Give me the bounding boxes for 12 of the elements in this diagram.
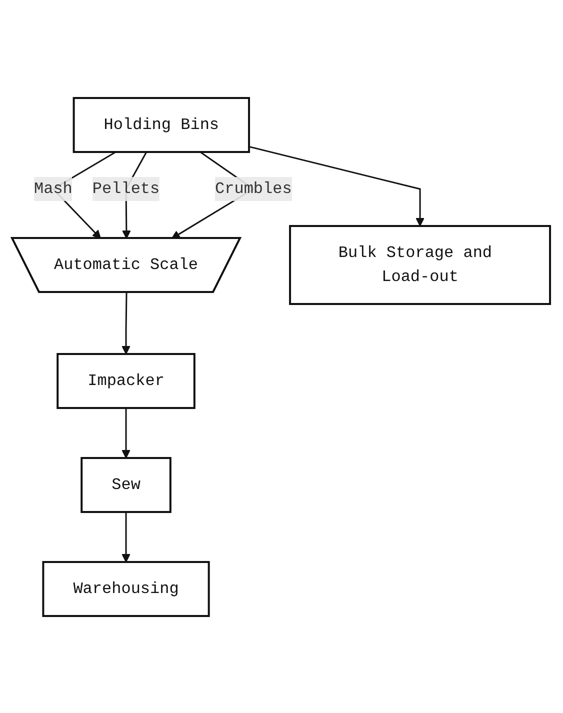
node-box: Sew bbox=[81, 456, 172, 512]
arrow bbox=[122, 292, 131, 354]
arrow bbox=[122, 408, 131, 458]
edge-label: Mash bbox=[34, 180, 73, 198]
edge-label: Crumbles bbox=[216, 180, 292, 198]
arrow bbox=[122, 512, 131, 562]
edge-label: Pellets bbox=[92, 180, 160, 198]
arrow bbox=[249, 145, 425, 226]
node-box: Warehousing bbox=[42, 560, 210, 616]
node-box: Bulk Storage and Load-out bbox=[290, 224, 552, 304]
node-box: Holding Bins bbox=[73, 96, 250, 152]
node-box: Impacker bbox=[57, 352, 196, 408]
